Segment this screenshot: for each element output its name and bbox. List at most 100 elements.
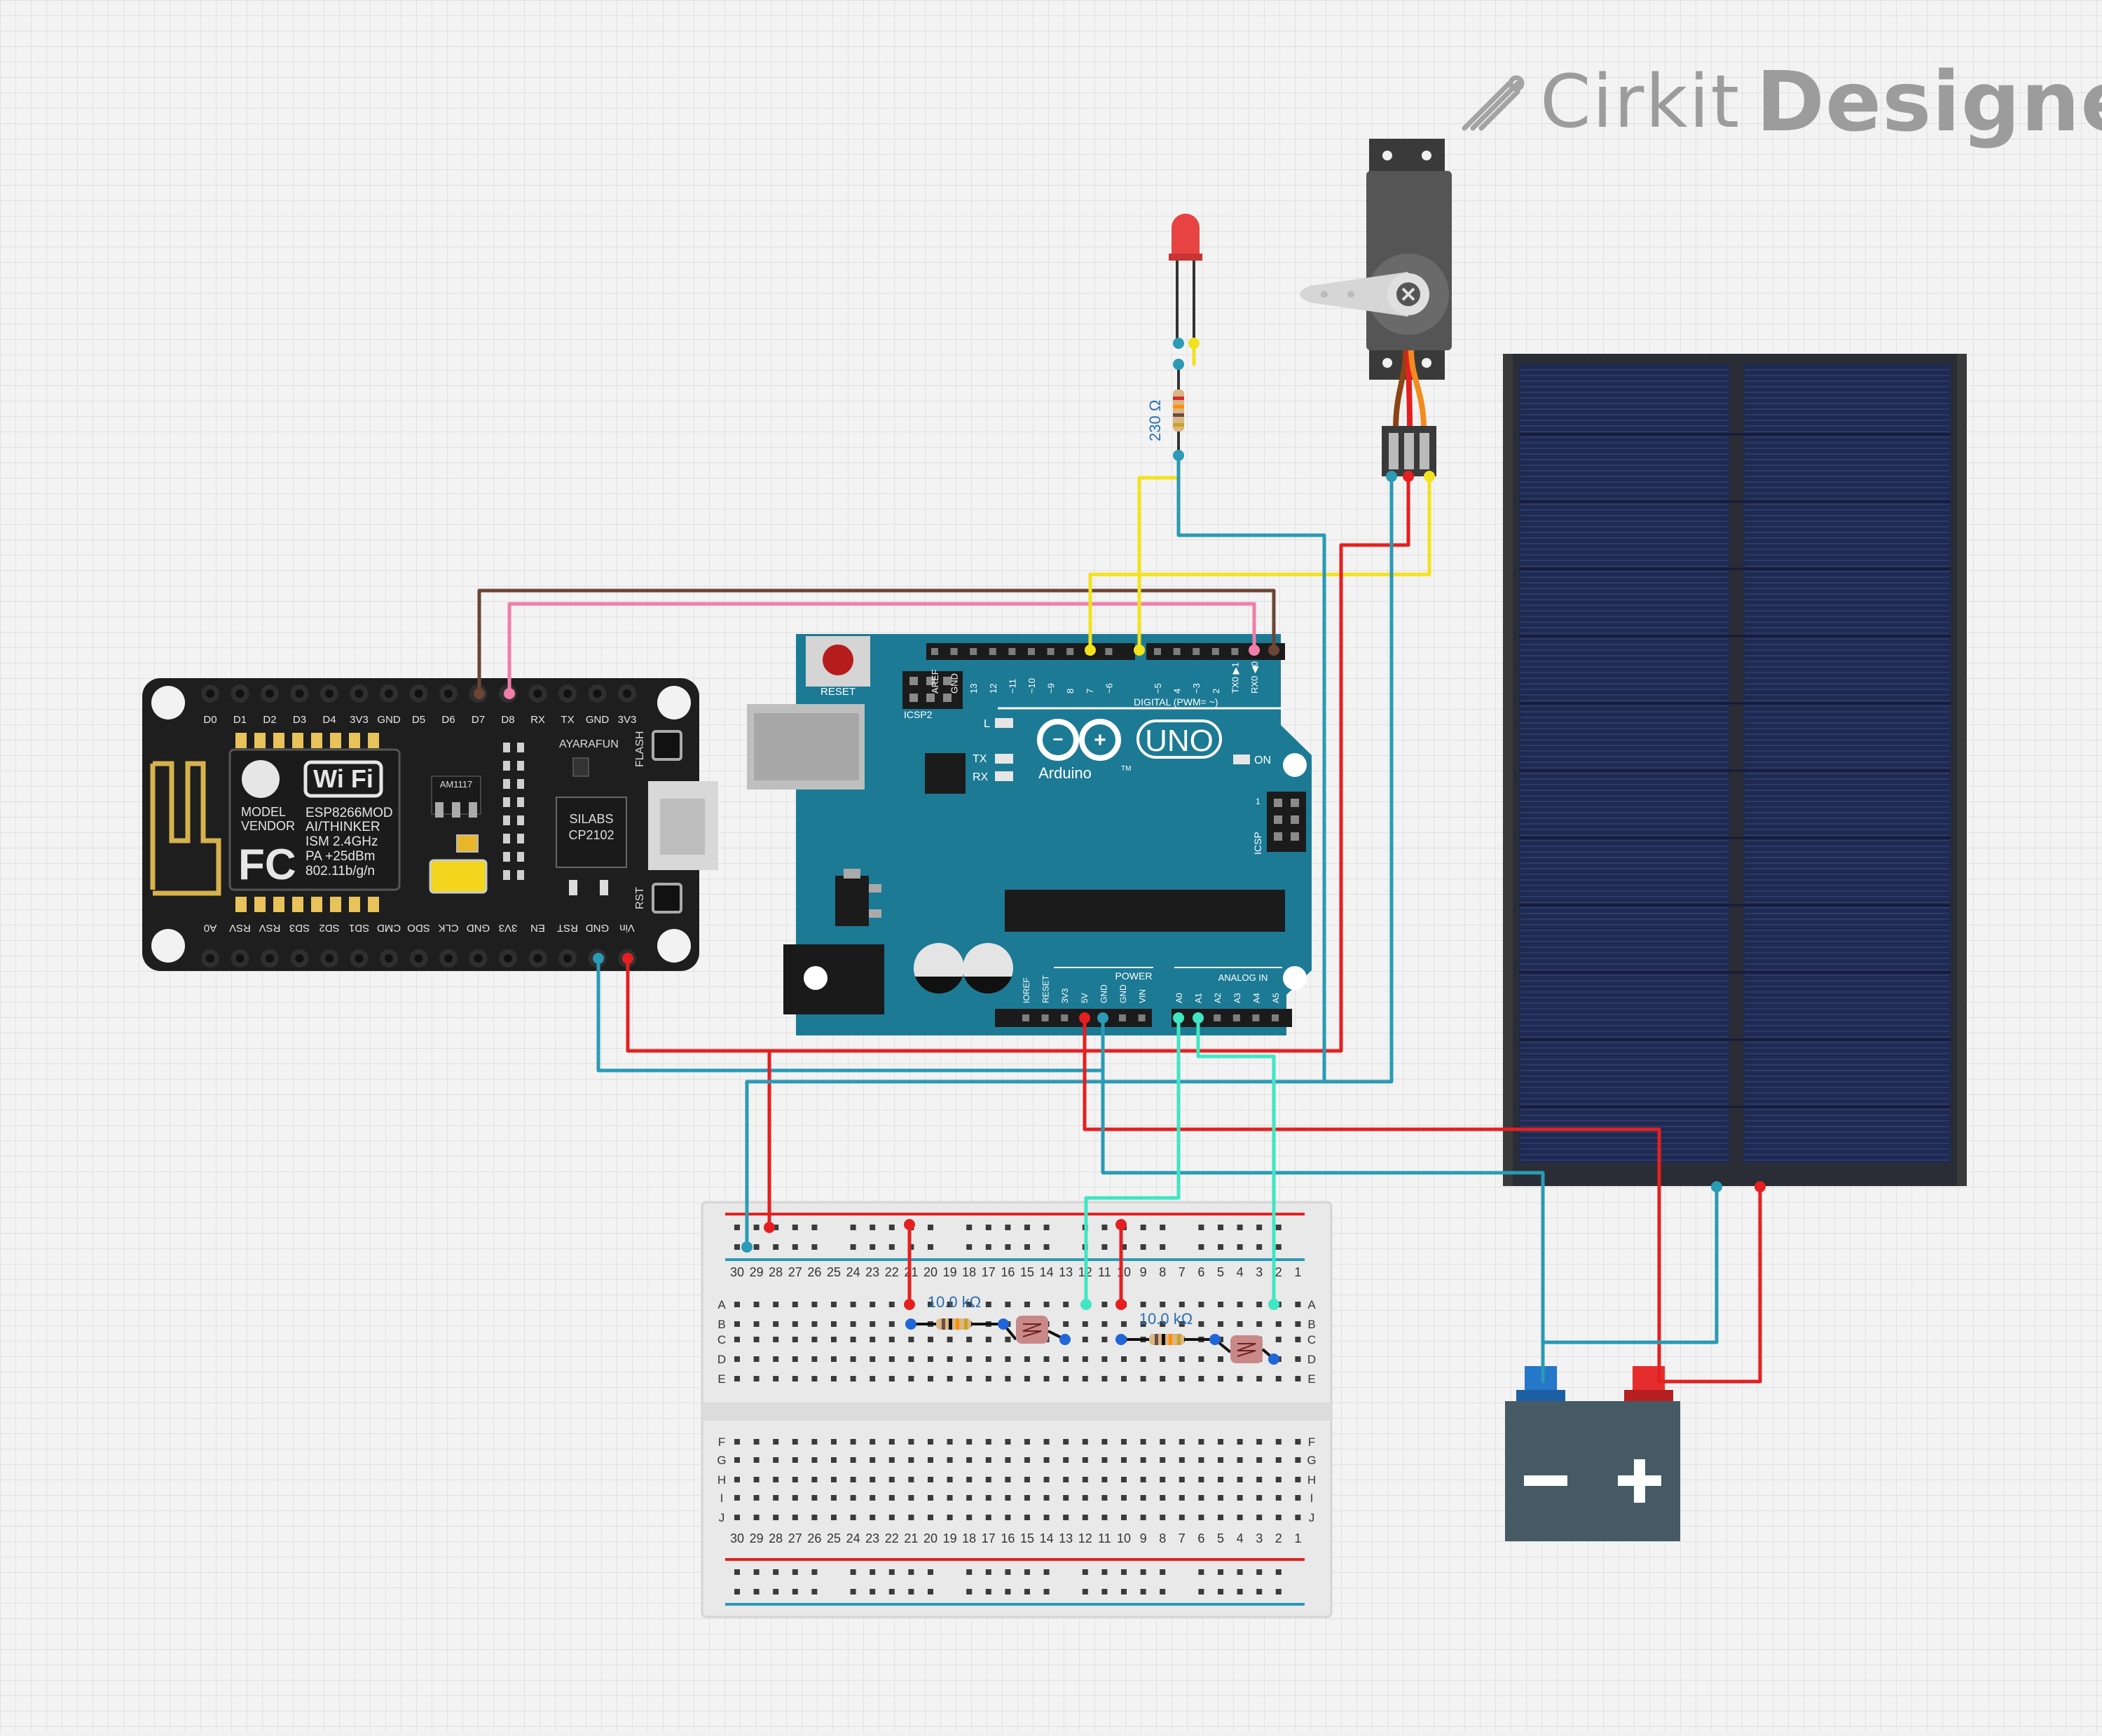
wire-endpoint [1754,1181,1766,1192]
wire-endpoint [1173,1012,1184,1024]
esp-pin-label: GND [377,714,401,726]
solar-panel[interactable] [1503,354,1967,1186]
bb-row-label: A [1307,1298,1316,1311]
wire-endpoint [1193,1012,1204,1024]
esp-std-label: 802.11b/g/n [305,864,375,879]
bb-col-label: 1 [1294,1531,1301,1545]
wire-endpoint [1059,1334,1071,1345]
uno-pin-label: GND [1118,984,1128,1003]
wire-endpoint [1268,645,1279,656]
wire-blue-servo [1101,474,1394,1084]
wire-endpoint [1711,1181,1722,1192]
esp-pin-label: RST [557,922,578,934]
bb-col-label: 16 [1001,1265,1015,1279]
resistor-10k-1[interactable]: 10.0 kΩ [911,1293,1003,1330]
bb-col-label: 30 [730,1265,744,1279]
bb-col-label: 30 [730,1531,744,1545]
bb-col-label: 28 [769,1265,783,1279]
esp-pin-label: RX [530,714,545,726]
cirkit-designer-logo: Cirkit Designer [1457,53,2102,150]
esp-pin-label: D4 [322,714,336,726]
bb-col-label: 4 [1237,1265,1244,1279]
uno-pin-label: GND [949,673,960,694]
esp-pin-label: SD1 [349,922,369,934]
wire-endpoint [474,688,485,699]
led-red[interactable] [1169,214,1202,343]
wire-endpoint [1424,471,1435,482]
esp-pin-label: D0 [203,714,217,726]
uno-pin-label: ~9 [1046,683,1057,694]
bb-col-label: 18 [962,1531,976,1545]
esp-pin-label: D5 [412,714,425,726]
esp-rst-label: RST [634,887,646,909]
bb-row-label: E [717,1372,725,1386]
svg-text:−: − [1052,729,1063,750]
bb-col-label: 28 [769,1531,783,1545]
wire-endpoint [1268,1353,1279,1365]
uno-pin-label: A4 [1251,993,1261,1003]
esp-model-label: MODEL [241,805,286,819]
uno-pin-label: A5 [1271,993,1281,1003]
resistor-10k-2[interactable]: 10.0 kΩ [1121,1310,1215,1345]
esp-pin-label: GND [467,922,490,934]
bb-col-label: 19 [943,1531,957,1545]
resistor-230[interactable]: 230 Ω [1146,364,1184,455]
uno-pin-label: 3V3 [1060,988,1070,1003]
wire-blue-esp [596,956,1105,1073]
wire-blue-batt [1101,1068,1545,1384]
bb-col-label: 27 [788,1531,802,1545]
svg-text:+: + [1094,729,1106,752]
bb-col-label: 29 [750,1265,764,1279]
esp-module-label: ESP8266MOD [305,806,393,820]
wire-cyan-a1 [1196,1016,1276,1307]
bb-col-label: 24 [846,1265,860,1279]
wire-endpoint [1386,471,1397,482]
bb-row-label: H [717,1473,726,1487]
wire-endpoint [1173,359,1184,370]
bb-col-label: 19 [943,1265,957,1279]
bb-col-label: 3 [1256,1265,1263,1279]
esp-silabs-label: SILABS [569,812,613,826]
uno-pin-label: 2 [1211,689,1221,694]
esp-pin-label: D7 [472,714,485,726]
wire-blue-solar [1541,1185,1719,1344]
wire-endpoint [1209,1334,1221,1345]
uno-pin-label: A1 [1194,993,1204,1003]
bb-col-label: 27 [788,1265,802,1279]
bb-row-label: J [1309,1511,1315,1524]
bb-col-label: 23 [865,1265,879,1279]
battery[interactable] [1505,1366,1680,1541]
esp8266-nodemcu[interactable]: Wi Fi MODEL VENDOR ESP8266MOD AI/THINKER… [142,678,718,971]
esp-pin-label: D2 [263,714,276,726]
uno-tm-label: TM [1121,765,1131,773]
wire-red-solar-plus [1657,1185,1762,1384]
uno-pin-label: A3 [1232,993,1242,1003]
uno-pin-label: ~5 [1153,683,1163,694]
bb-col-label: 8 [1159,1265,1166,1279]
bb-col-label: 14 [1040,1265,1054,1279]
bb-col-label: 5 [1217,1531,1224,1545]
bb-col-label: 9 [1140,1531,1147,1545]
servo-motor[interactable] [1300,139,1452,476]
wire-brown-d7 [477,588,1276,696]
wire-endpoint [1268,1299,1279,1310]
wires [477,341,1762,1384]
wire-endpoint [1173,450,1184,461]
uno-icsp-one-label: 1 [1256,797,1260,806]
bb-col-label: 23 [865,1531,879,1545]
wire-endpoint [1115,1299,1127,1310]
brand-designer: Designer [1756,53,2102,150]
battery-minus-icon [1524,1475,1567,1486]
uno-pin-label: 8 [1065,689,1076,694]
bb-col-label: 9 [1140,1265,1147,1279]
bb-row-label: C [1307,1333,1316,1346]
bb-row-label: J [719,1511,725,1524]
resistor-10k-1-label: 10.0 kΩ [928,1293,981,1311]
bb-col-label: 3 [1256,1531,1263,1545]
bb-col-label: 6 [1197,1531,1204,1545]
wire-endpoint [764,1222,775,1233]
uno-pin-label: 5V [1080,993,1090,1003]
wire-red-bb [767,1049,1087,1229]
